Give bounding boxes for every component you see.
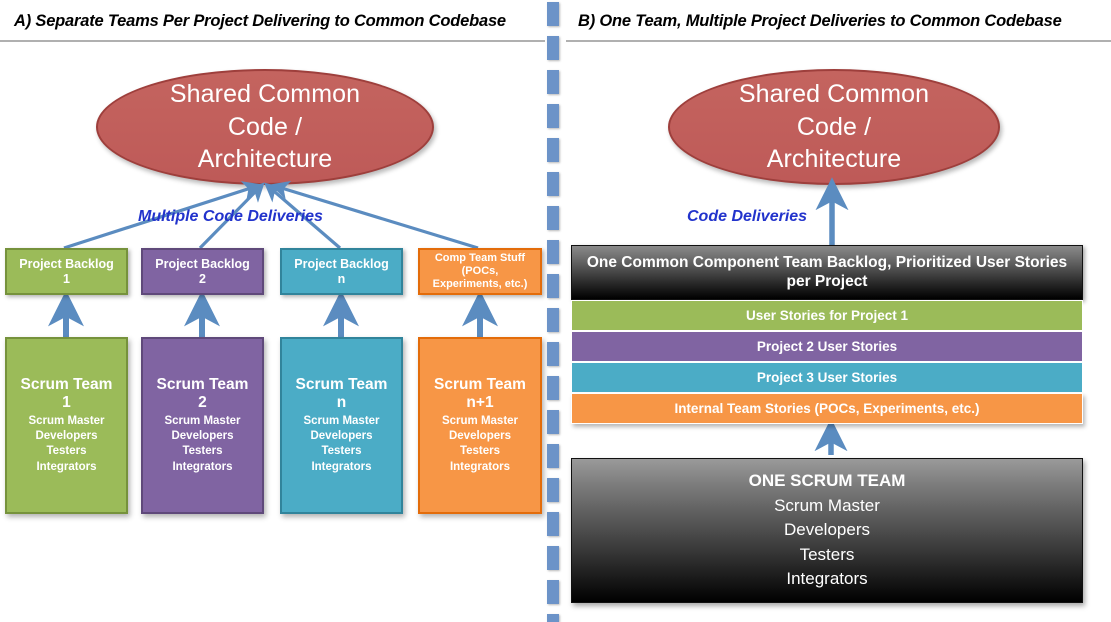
divider-dash: [547, 36, 559, 60]
one-scrum-team-role-3: Integrators: [786, 569, 868, 589]
panel-divider: [547, 0, 559, 622]
divider-dash: [547, 206, 559, 230]
story-bar-label-2: Project 2 User Stories: [756, 339, 898, 354]
story-bar-label-3: Project 3 User Stories: [756, 370, 898, 385]
story-bar-label-1: User Stories for Project 1: [745, 308, 909, 323]
divider-dash: [547, 70, 559, 94]
panel-b-title: B) One Team, Multiple Project Deliveries…: [578, 12, 1062, 30]
divider-dash: [547, 342, 559, 366]
panel-b-title-rule: [566, 40, 1111, 42]
story-bar-internal-team[interactable]: Internal Team Stories (POCs, Experiments…: [571, 393, 1083, 424]
one-scrum-team-title: ONE SCRUM TEAM: [748, 470, 906, 490]
divider-dash: [547, 512, 559, 536]
story-bar-project-1[interactable]: User Stories for Project 1: [571, 300, 1083, 331]
common-backlog-header-label: One Common Component Team Backlog, Prior…: [586, 253, 1068, 290]
divider-dash: [547, 240, 559, 264]
one-scrum-team-box[interactable]: ONE SCRUM TEAM Scrum Master Developers T…: [571, 458, 1083, 603]
divider-dash: [547, 2, 559, 26]
divider-dash: [547, 104, 559, 128]
story-bar-label-4: Internal Team Stories (POCs, Experiments…: [674, 401, 980, 416]
multiple-code-deliveries-label: Multiple Code Deliveries: [138, 208, 323, 225]
divider-dash: [547, 614, 559, 622]
one-scrum-team-role-1: Developers: [784, 520, 870, 540]
story-bar-project-3[interactable]: Project 3 User Stories: [571, 362, 1083, 393]
common-component-team-backlog-header[interactable]: One Common Component Team Backlog, Prior…: [571, 245, 1083, 300]
divider-dash: [547, 546, 559, 570]
divider-dash: [547, 376, 559, 400]
backlog-label-4: Comp Team Stuff(POCs,Experiments, etc.): [432, 252, 528, 290]
panel-a-title-rule: [0, 40, 545, 42]
divider-dash: [547, 478, 559, 502]
one-scrum-team-role-0: Scrum Master: [774, 495, 880, 515]
backlog-box-comp-team-stuff[interactable]: Comp Team Stuff(POCs,Experiments, etc.): [418, 248, 542, 295]
story-bar-project-2[interactable]: Project 2 User Stories: [571, 331, 1083, 362]
divider-dash: [547, 274, 559, 298]
panel-a-title: A) Separate Teams Per Project Delivering…: [14, 12, 506, 30]
divider-dash: [547, 172, 559, 196]
divider-dash: [547, 580, 559, 604]
one-scrum-team-role-2: Testers: [799, 544, 855, 564]
divider-dash: [547, 410, 559, 434]
divider-dash: [547, 308, 559, 332]
code-deliveries-label: Code Deliveries: [687, 208, 808, 225]
divider-dash: [547, 444, 559, 468]
divider-dash: [547, 138, 559, 162]
